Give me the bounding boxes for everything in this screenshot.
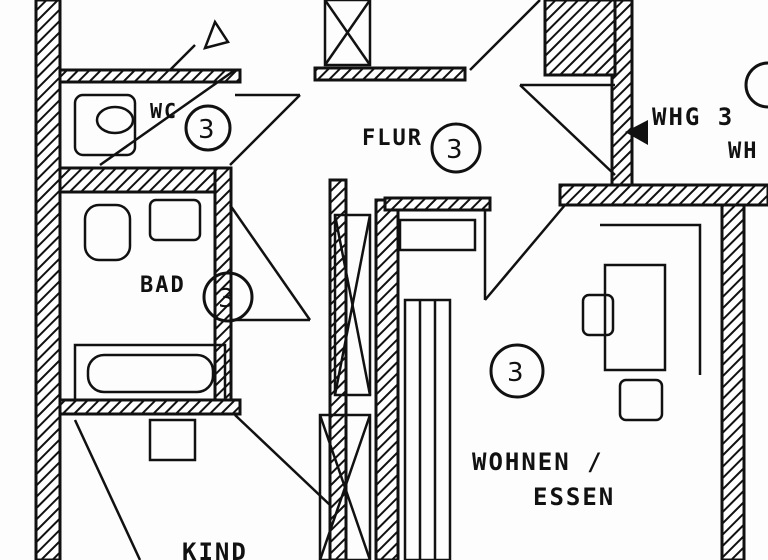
marker-circle-flur [430, 122, 482, 174]
label-essen: ESSEN [533, 483, 615, 511]
label-flur: FLUR [362, 126, 423, 151]
marker-number-wc: 3 [198, 115, 215, 145]
label-whg-cut: WH [728, 139, 759, 164]
walls [34, 0, 768, 560]
marker-circle-wc [184, 104, 232, 152]
marker-number-bad: 3 [218, 284, 235, 314]
label-bad: BAD [140, 273, 186, 298]
marker-circle-bad [202, 271, 254, 323]
marker-number-wohnen: 3 [507, 358, 524, 388]
label-wohnen: WOHNEN / [472, 448, 604, 476]
fixtures [73, 0, 702, 560]
marker-circle-wohnen [489, 343, 545, 399]
marker-circle-whg [744, 61, 768, 109]
marker-number-flur: 3 [446, 135, 463, 165]
label-kind: KIND [182, 538, 248, 560]
room-labels: WC FLUR WHG 3 WH BAD WOHNEN / ESSEN KIND [140, 99, 759, 560]
entrance-arrow-icon [625, 120, 648, 145]
label-whg: WHG 3 [652, 103, 734, 131]
room-markers [184, 61, 768, 399]
label-wc: WC [150, 99, 178, 123]
